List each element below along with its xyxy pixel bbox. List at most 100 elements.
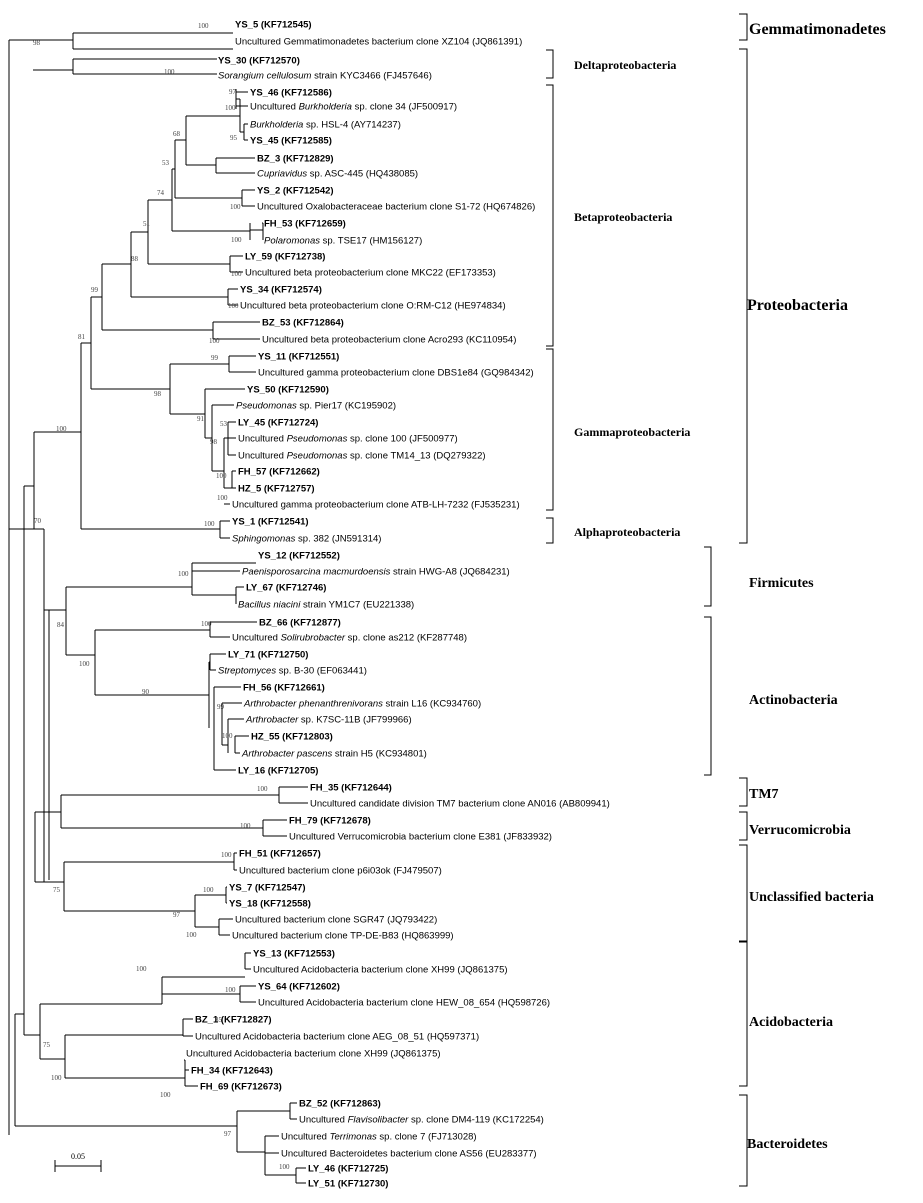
clade-label: Verrucomicrobia	[749, 823, 851, 838]
taxon-label: HZ_55 (KF712803)	[251, 732, 333, 743]
bootstrap-value: 100	[230, 203, 241, 211]
taxon-label: Uncultured gamma proteobacterium clone D…	[258, 368, 534, 379]
taxon-label: LY_71 (KF712750)	[228, 650, 308, 661]
taxon-label: Polaromonas sp. TSE17 (HM156127)	[264, 236, 422, 247]
taxon-label: FH_56 (KF712661)	[243, 683, 325, 694]
bootstrap-value: 100	[231, 270, 242, 278]
tree-branch	[49, 586, 192, 656]
bootstrap-value: 81	[78, 333, 86, 341]
tree-branch	[233, 852, 237, 871]
clade-bracket	[739, 941, 748, 1087]
clade-label: Gemmatimonadetes	[749, 21, 886, 38]
clade-label: Proteobacteria	[747, 297, 848, 314]
bootstrap-value: 100	[217, 494, 228, 502]
tree-branch	[264, 1135, 296, 1176]
tree-branch	[44, 609, 50, 880]
bootstrap-value: 100	[221, 851, 232, 859]
taxon-label: YS_64 (KF712602)	[258, 982, 340, 993]
clade-label: Unclassified bacteria	[749, 890, 874, 905]
tree-branch	[94, 629, 210, 696]
clade-bracket	[739, 811, 748, 841]
taxon-label: Burkholderia sp. HSL-4 (AY714237)	[250, 120, 401, 131]
taxon-label: Uncultured beta proteobacterium clone O:…	[240, 301, 506, 312]
tree-branch	[64, 1034, 185, 1079]
clade-label: TM7	[749, 787, 779, 802]
taxon-label: Uncultured beta proteobacterium clone Ac…	[262, 335, 516, 346]
clade-bracket	[739, 844, 748, 942]
scale-bar: 0.05	[54, 1152, 102, 1172]
tree-branch	[24, 1003, 162, 1060]
taxon-label: YS_11 (KF712551)	[258, 352, 339, 363]
tree-branch	[194, 894, 226, 928]
taxon-label: YS_46 (KF712586)	[250, 88, 332, 99]
clade-bracket	[739, 777, 748, 807]
scale-bar-line	[54, 1160, 102, 1172]
taxon-label: YS_13 (KF712553)	[253, 949, 335, 960]
bootstrap-values: 1009810097100956853100745188100100998110…	[33, 22, 290, 1171]
tree-branch	[244, 952, 251, 970]
taxon-label: BZ_52 (KF712863)	[299, 1099, 381, 1110]
bootstrap-value: 100	[79, 660, 90, 668]
tree-branch	[14, 1013, 24, 1126]
tree-branch	[228, 355, 256, 373]
bootstrap-value: 98	[33, 39, 41, 47]
bootstrap-value: 97	[224, 1130, 232, 1138]
taxon-label: FH_34 (KF712643)	[191, 1066, 273, 1077]
tree-branch	[278, 786, 308, 804]
taxon-label: Arthrobacter pascens strain H5 (KC934801…	[241, 749, 427, 760]
taxon-label: YS_12 (KF712552)	[258, 551, 340, 562]
bootstrap-value: 91	[197, 415, 205, 423]
bootstrap-value: 98	[210, 438, 218, 446]
taxon-label: Uncultured Bacteroidetes bacterium clone…	[281, 1149, 537, 1160]
bootstrap-value: 100	[231, 236, 242, 244]
tree-branch	[80, 342, 220, 530]
tree-branches	[8, 32, 308, 1184]
bootstrap-value: 100	[136, 965, 147, 973]
bootstrap-value: 100	[203, 886, 214, 894]
taxon-label: Uncultured bacterium clone p6i03ok (FJ47…	[239, 866, 442, 877]
tree-branch	[250, 222, 264, 240]
bootstrap-value: 100	[257, 785, 268, 793]
tree-branch	[235, 586, 244, 604]
clade-label: Firmicutes	[749, 576, 814, 591]
clade-bracket	[546, 348, 554, 511]
taxon-label: Cupriavidus sp. ASC-445 (HQ438085)	[257, 169, 418, 180]
bootstrap-value: 95	[230, 134, 238, 142]
tree-branch	[262, 819, 287, 837]
clade-label: Deltaproteobacteria	[574, 58, 676, 72]
taxon-label: YS_30 (KF712570)	[218, 56, 300, 67]
taxon-label: FH_57 (KF712662)	[238, 467, 320, 478]
tree-branch	[9, 32, 233, 50]
taxon-label: Uncultured Burkholderia sp. clone 34 (JF…	[250, 102, 457, 113]
bootstrap-value: 98	[154, 390, 162, 398]
clade-label: Gammaproteobacteria	[574, 425, 690, 439]
taxon-label: LY_67 (KF712746)	[246, 583, 326, 594]
bootstrap-value: 100	[228, 302, 239, 310]
tree-branch	[208, 661, 210, 728]
bootstrap-value: 100	[164, 68, 175, 76]
bootstrap-value: 68	[173, 130, 181, 138]
tree-branch	[239, 985, 256, 1003]
taxon-label: Uncultured Acidobacteria bacterium clone…	[258, 998, 550, 1009]
taxon-label: Uncultured Acidobacteria bacterium clone…	[253, 965, 508, 976]
bootstrap-value: 88	[131, 255, 139, 263]
tree-branch	[209, 653, 226, 671]
bootstrap-value: 100	[225, 104, 236, 112]
bootstrap-value: 100	[225, 986, 236, 994]
tree-branch	[219, 520, 230, 539]
taxon-label: LY_45 (KF712724)	[238, 418, 318, 429]
tree-branch	[9, 528, 45, 882]
bootstrap-value: 100	[216, 472, 227, 480]
clade-label: Betaproteobacteria	[574, 210, 672, 224]
clade-bracket	[546, 84, 554, 347]
tree-branch	[295, 1167, 306, 1184]
taxon-label: Paenisporosarcina macmurdoensis strain H…	[242, 567, 510, 578]
taxon-label: Uncultured Pseudomonas sp. clone 100 (JF…	[238, 434, 458, 445]
taxon-label: BZ_53 (KF712864)	[262, 318, 344, 329]
bootstrap-value: 51	[143, 220, 151, 228]
tree-branch	[215, 157, 255, 174]
tree-branch	[169, 363, 229, 415]
tree-branch	[90, 296, 170, 390]
taxon-label: Uncultured Gemmatimonadetes bacterium cl…	[235, 37, 522, 48]
tree-branch	[204, 388, 245, 439]
